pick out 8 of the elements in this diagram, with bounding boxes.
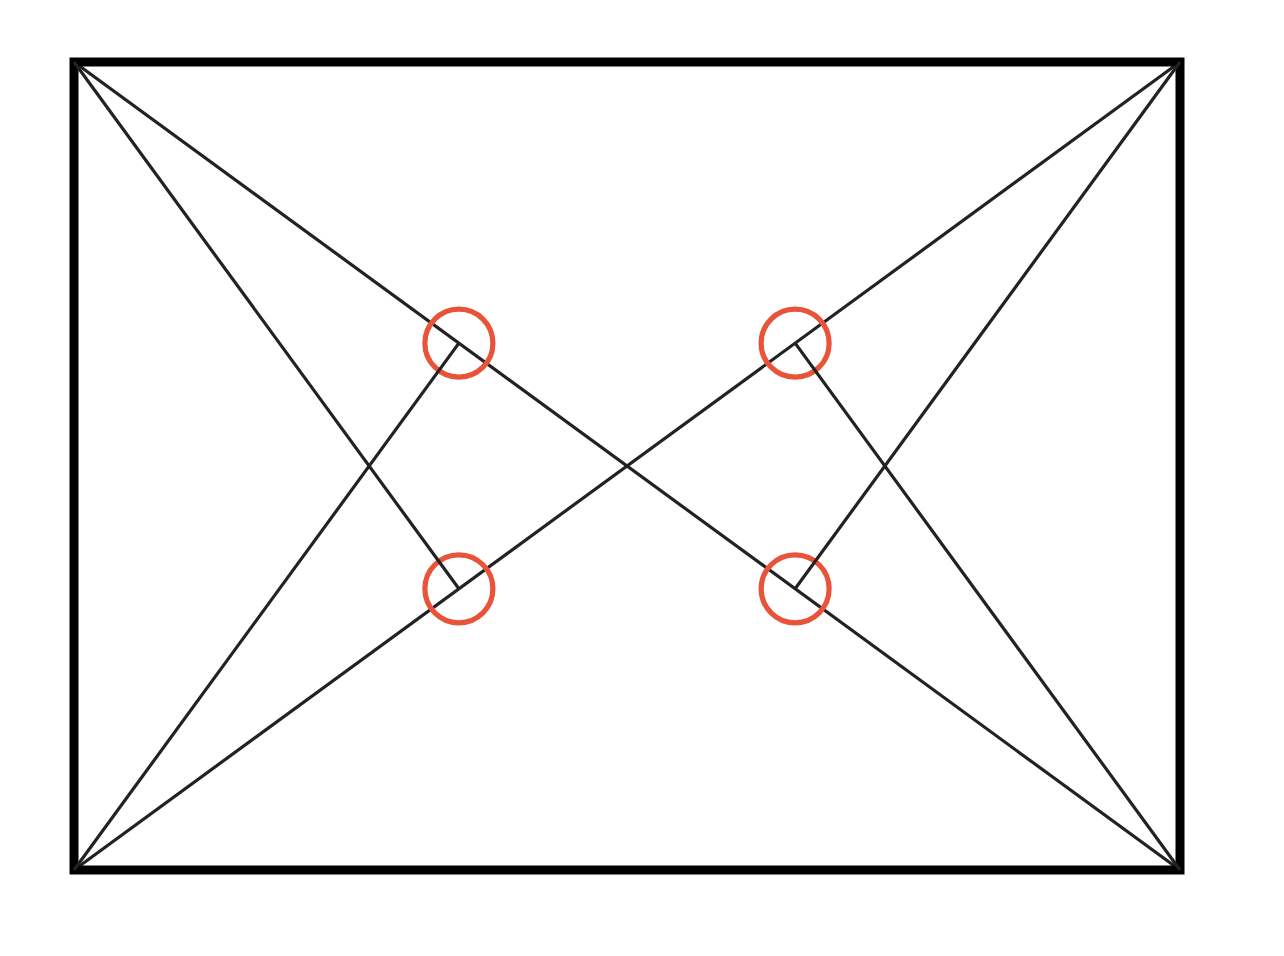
right-angle-marker bbox=[422, 552, 496, 626]
right-angle-marker bbox=[758, 306, 832, 380]
right-angle-marker bbox=[422, 306, 496, 380]
perpendicular-line bbox=[793, 342, 1182, 871]
perpendicular-line bbox=[72, 342, 461, 871]
perpendicular-line bbox=[793, 61, 1182, 590]
right-angle-marker bbox=[758, 552, 832, 626]
perpendicular-line bbox=[72, 61, 461, 590]
